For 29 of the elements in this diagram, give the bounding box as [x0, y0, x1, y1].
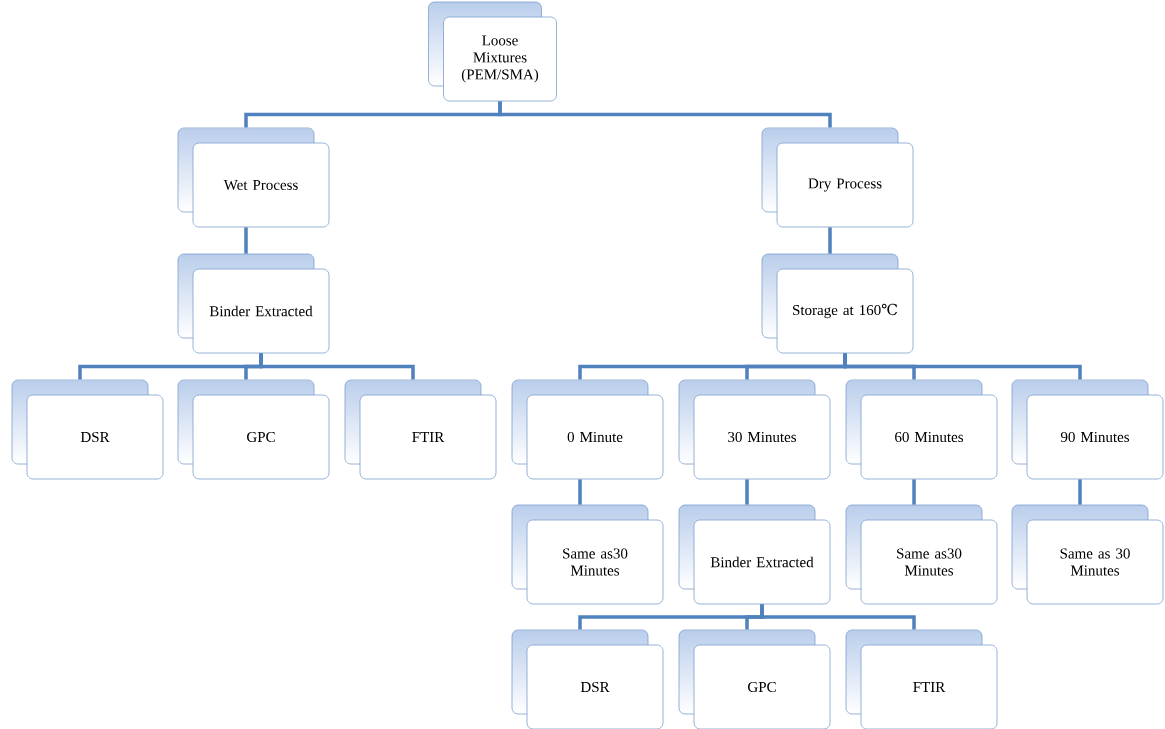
- process-box: 60 Minutes: [860, 394, 998, 480]
- process-box: 90 Minutes: [1026, 394, 1164, 480]
- process-box: FTIR: [359, 394, 497, 480]
- connector-line: [745, 479, 749, 505]
- connector-line: [828, 227, 832, 254]
- process-box: Same as30 Minutes: [860, 519, 998, 605]
- connector-line: [760, 604, 916, 630]
- process-box: DSR: [26, 394, 164, 480]
- process-box: Dry Process: [776, 142, 914, 228]
- process-box: Storage at 160℃: [776, 268, 914, 354]
- process-box: GPC: [693, 644, 831, 729]
- connector-line: [498, 101, 832, 128]
- process-box: 30 Minutes: [693, 394, 831, 480]
- connector-line: [843, 353, 1082, 380]
- process-box: Same as30 Minutes: [526, 519, 664, 605]
- connector-line: [259, 353, 415, 380]
- connector-line: [912, 479, 916, 505]
- process-box: GPC: [192, 394, 330, 480]
- connector-line: [244, 227, 248, 254]
- connector-line: [578, 479, 582, 505]
- process-box: 0 Minute: [526, 394, 664, 480]
- process-box: Loose Mixtures (PEM/SMA): [443, 16, 557, 102]
- process-box: FTIR: [860, 644, 998, 729]
- process-box: Binder Extracted: [192, 268, 330, 354]
- process-box: Wet Process: [192, 142, 330, 228]
- process-box: Binder Extracted: [693, 519, 831, 605]
- connector-line: [1078, 479, 1082, 505]
- process-box: Same as 30 Minutes: [1026, 519, 1164, 605]
- process-box: DSR: [526, 644, 664, 729]
